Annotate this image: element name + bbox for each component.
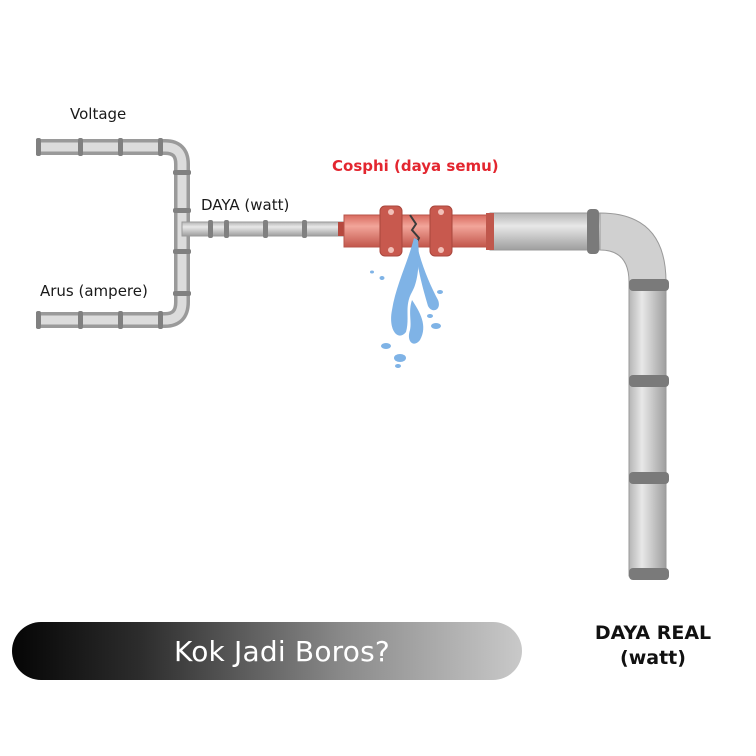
cosphi-label: Cosphi (daya semu) [332, 157, 499, 175]
voltage-label: Voltage [70, 105, 127, 123]
daya-real-label: DAYA REAL (watt) [594, 622, 712, 669]
output-pipe [489, 209, 669, 580]
water-leak [370, 238, 443, 368]
leaking-pipe-section [338, 205, 494, 257]
title-banner: Kok Jadi Boros? [12, 622, 522, 680]
input-pipe-manifold [36, 138, 345, 329]
banner-title: Kok Jadi Boros? [174, 634, 390, 668]
daya-label: DAYA (watt) [201, 196, 290, 214]
arus-label: Arus (ampere) [40, 282, 148, 300]
